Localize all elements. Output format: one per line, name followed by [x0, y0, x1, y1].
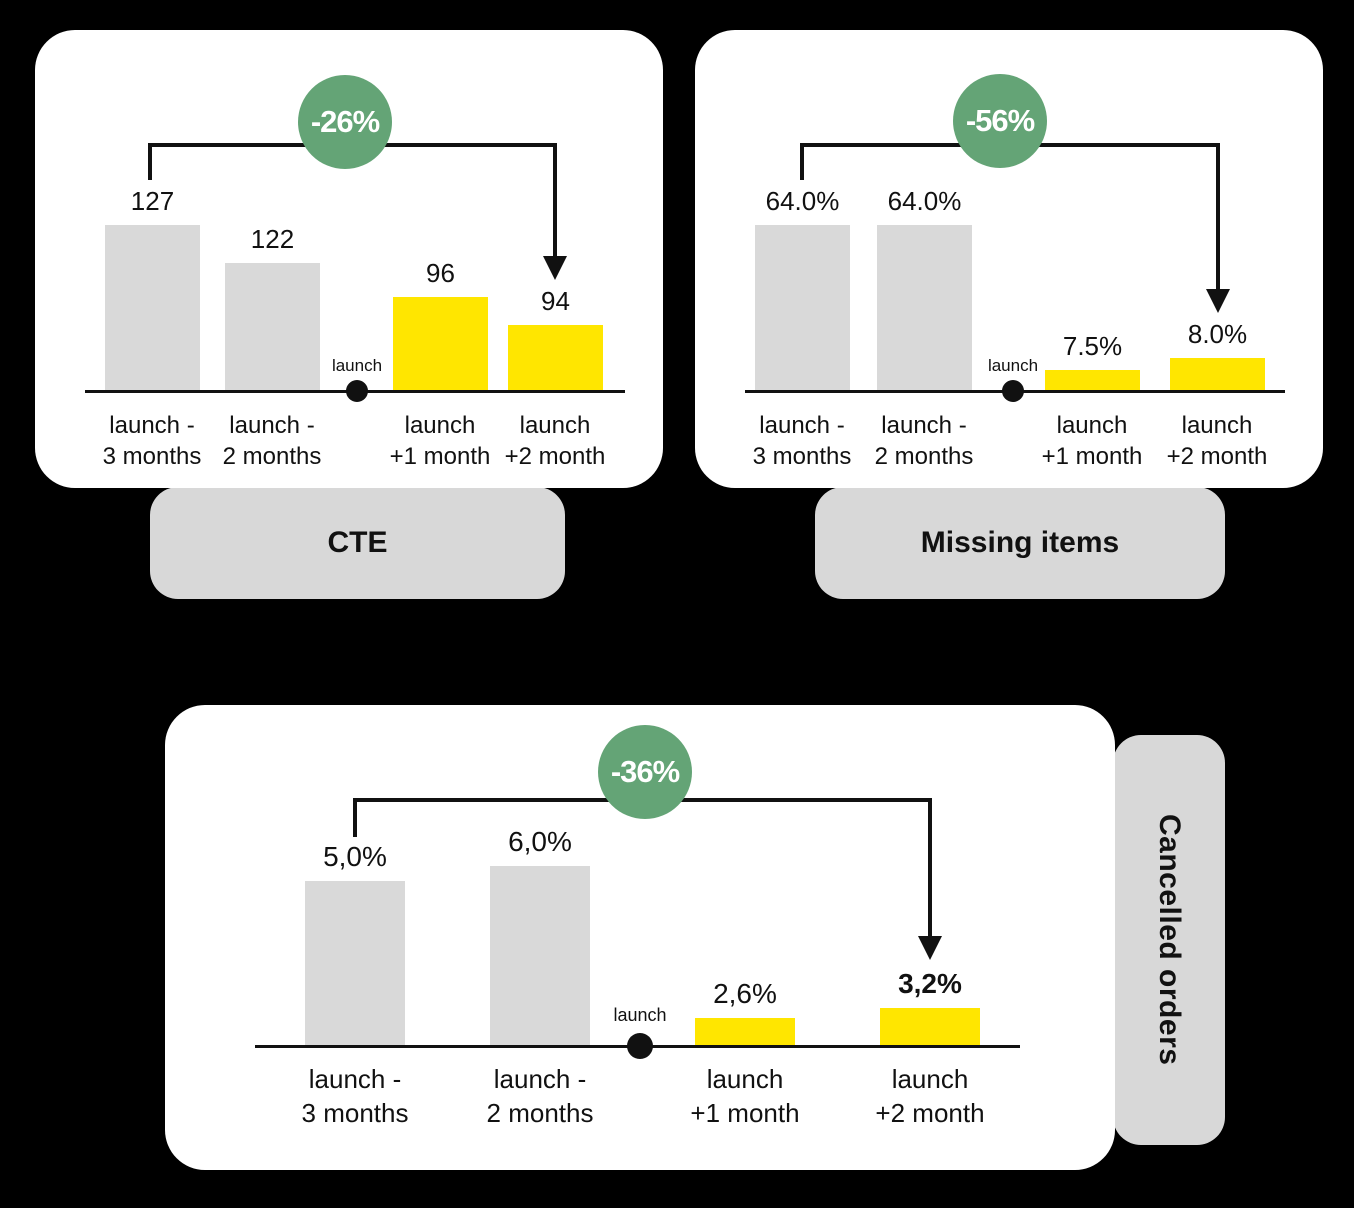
bar-column: 127 [105, 186, 200, 393]
tab-cte-label: CTE [327, 526, 388, 559]
bar-value-label: 127 [130, 186, 175, 216]
category-line: launch [519, 412, 591, 439]
tab-cancelled-orders-label: Cancelled orders [1153, 814, 1186, 1066]
bar-column: 3,2% [880, 968, 980, 1048]
bar-value-label: 3,2% [898, 968, 962, 999]
category-line: 3 months [752, 443, 852, 471]
bar [755, 225, 850, 393]
bar-column: 5,0% [305, 841, 405, 1048]
tab-cancelled-orders: Cancelled orders [1113, 735, 1225, 1145]
bar-column: 122 [225, 224, 320, 393]
category-line: launch [404, 412, 476, 439]
bar-value-label: 2,6% [713, 978, 777, 1009]
category-line: +2 month [504, 443, 606, 471]
category-label: launch +2 month [480, 410, 630, 472]
category-line: +2 month [875, 1097, 985, 1128]
launch-marker-label: launch [987, 356, 1039, 375]
bar [877, 225, 972, 393]
category-line: launch [1056, 412, 1128, 439]
bar [695, 1018, 795, 1048]
launch-marker-dot [627, 1033, 653, 1059]
bar-column: 8.0% [1170, 319, 1265, 393]
chart-card-cte: -26% 127 122 96 94 launch launch - 3 mon… [35, 30, 663, 488]
category-label: launch +1 month [365, 410, 515, 472]
bar-value-label: 96 [426, 258, 455, 288]
launch-marker-dot [1002, 380, 1024, 402]
category-line: +1 month [1041, 443, 1143, 471]
launch-marker-label: launch [613, 1005, 667, 1025]
bar [1170, 358, 1265, 393]
bar-column: 2,6% [695, 978, 795, 1048]
bar-value-label: 5,0% [323, 841, 387, 872]
bar [1045, 370, 1140, 393]
tab-missing-items-label: Missing items [920, 526, 1120, 559]
category-line: launch - [493, 1064, 587, 1094]
bar [305, 881, 405, 1048]
tab-missing-items: Missing items [815, 487, 1225, 599]
category-label: launch - 3 months [270, 1063, 440, 1131]
bar-column: 64.0% [755, 186, 850, 393]
bar [393, 297, 488, 393]
chart-card-cancelled-orders: -36% 5,0% 6,0% 2,6% 3,2% launch launch -… [165, 705, 1115, 1170]
bar-column: 64.0% [877, 186, 972, 393]
bar [508, 325, 603, 393]
bar-column: 94 [508, 286, 603, 393]
category-line: 2 months [222, 443, 322, 471]
category-line: launch - [308, 1064, 402, 1094]
category-label: launch - 2 months [455, 1063, 625, 1131]
category-label: launch +2 month [845, 1063, 1015, 1131]
category-line: 2 months [874, 443, 974, 471]
tab-cte: CTE [150, 487, 565, 599]
change-badge: -36% [598, 725, 692, 819]
category-label: launch - 2 months [849, 410, 999, 472]
category-line: launch - [229, 412, 315, 439]
category-label: launch +2 month [1142, 410, 1292, 472]
category-label: launch +1 month [1017, 410, 1167, 472]
category-line: 3 months [301, 1097, 409, 1128]
category-line: launch [1181, 412, 1253, 439]
bar-value-label: 8.0% [1187, 319, 1248, 349]
launch-marker-dot [346, 380, 368, 402]
bar-column: 96 [393, 258, 488, 393]
bar-value-label: 6,0% [508, 826, 572, 857]
category-line: +2 month [1166, 443, 1268, 471]
category-line: +1 month [690, 1097, 800, 1128]
change-badge: -56% [953, 74, 1047, 168]
bar-value-label: 7.5% [1062, 331, 1123, 361]
plot-area-cancelled-orders: 5,0% 6,0% 2,6% 3,2% launch launch - 3 mo… [165, 705, 1115, 1170]
category-label: launch +1 month [660, 1063, 830, 1131]
bar-value-label: 64.0% [887, 186, 962, 216]
change-badge: -26% [298, 75, 392, 169]
bar-column: 7.5% [1045, 331, 1140, 393]
bar-value-label: 94 [541, 286, 570, 316]
bar [105, 225, 200, 393]
category-line: 2 months [486, 1097, 594, 1128]
category-label: launch - 2 months [197, 410, 347, 472]
category-line: launch [891, 1064, 969, 1094]
launch-marker-label: launch [331, 356, 383, 375]
chart-card-missing-items: -56% 64.0% 64.0% 7.5% 8.0% launch launch… [695, 30, 1323, 488]
bar [880, 1008, 980, 1048]
category-line: 3 months [102, 443, 202, 471]
bar [490, 866, 590, 1048]
category-line: launch - [109, 412, 195, 439]
plot-area-cte: 127 122 96 94 launch launch - 3 months l… [35, 30, 663, 488]
category-label: launch - 3 months [77, 410, 227, 472]
category-line: launch - [759, 412, 845, 439]
bar-value-label: 64.0% [765, 186, 840, 216]
bar [225, 263, 320, 393]
bar-value-label: 122 [250, 224, 295, 254]
category-line: +1 month [389, 443, 491, 471]
plot-area-missing-items: 64.0% 64.0% 7.5% 8.0% launch launch - 3 … [695, 30, 1323, 488]
bar-column: 6,0% [490, 826, 590, 1048]
category-label: launch - 3 months [727, 410, 877, 472]
category-line: launch - [881, 412, 967, 439]
category-line: launch [706, 1064, 784, 1094]
